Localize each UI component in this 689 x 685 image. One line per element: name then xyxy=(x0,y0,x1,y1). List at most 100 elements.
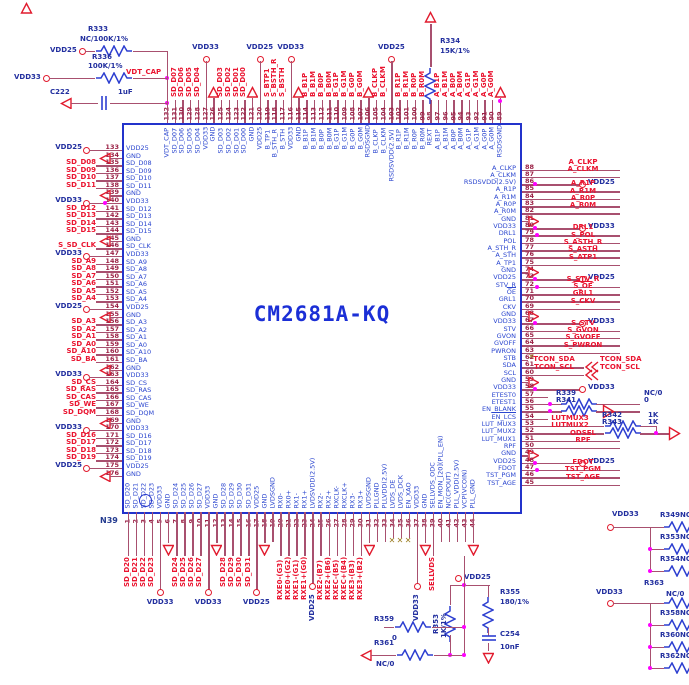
pin-144-name: SD_D15 xyxy=(126,227,152,236)
pin-83-name: A_R0P xyxy=(495,200,516,209)
wire xyxy=(613,603,650,605)
pin-25-lead xyxy=(320,512,322,556)
resistor-bank2-2-ref: R360NC xyxy=(660,631,689,639)
net-label-SD_D30: SD_D30 xyxy=(235,556,244,587)
pin-122-number: 122 xyxy=(239,106,248,120)
pin-161-lead xyxy=(96,361,122,364)
resistor-R359-ref: R359 xyxy=(374,615,395,623)
pin-81-lead xyxy=(522,220,528,223)
pin-156-name: SD_A3 xyxy=(126,318,147,327)
pin-116-lead xyxy=(290,100,293,123)
pin-35-lead xyxy=(400,512,403,538)
gnd-arrow-icon xyxy=(20,2,33,14)
pin-90-lead xyxy=(492,100,494,123)
pin-71-lead xyxy=(522,294,620,296)
pin-52-lead xyxy=(522,433,604,435)
net-label-S_POL: S_POL xyxy=(570,230,596,239)
net-label-SD_D08: SD_D08 xyxy=(66,158,96,167)
wire xyxy=(384,627,394,629)
pin-176-lead xyxy=(110,475,122,477)
pin-125-lead xyxy=(221,100,223,123)
pin-164-lead xyxy=(96,384,122,387)
pin-169-lead xyxy=(110,422,122,424)
pin-7-name: SD_D24 xyxy=(171,482,180,508)
pin-50-number: 50 xyxy=(525,441,535,450)
resistor-R355 xyxy=(482,597,494,633)
wire xyxy=(650,647,664,649)
junction-dot xyxy=(533,321,537,326)
wire xyxy=(450,585,452,605)
net-label-B_G0P: B_G0P xyxy=(347,72,356,97)
pin-105-name: B_CLKP xyxy=(371,129,380,154)
ic-refdes: N39 xyxy=(100,516,118,525)
pin-36-name: EN_XAO xyxy=(404,481,413,508)
pin-94-number: 94 xyxy=(456,110,465,120)
resistor-bank1-2-ref: R354NC xyxy=(660,555,689,563)
net-label-TST_PGM: TST_PGM xyxy=(565,465,601,474)
net-label-A_R0P: A_R0P xyxy=(570,194,596,203)
pin-11-lead xyxy=(208,512,210,590)
net-label-SD_A5: SD_A5 xyxy=(71,286,96,295)
vdd-terminal-icon xyxy=(413,583,421,590)
pin-84-number: 84 xyxy=(525,191,535,200)
pin-37-lead xyxy=(416,512,419,584)
pin-93-lead xyxy=(468,100,471,123)
pin-46-name: TST_PGM xyxy=(486,471,516,480)
pin-152-number: 152 xyxy=(105,286,119,295)
pin-79-name: DRL1 xyxy=(498,229,516,238)
wire xyxy=(596,404,640,406)
pin-57-name: ETEST0 xyxy=(491,390,516,399)
wire xyxy=(650,603,664,605)
pin-42-lead xyxy=(456,512,459,542)
pin-64-lead xyxy=(522,345,620,347)
pin-22-lead xyxy=(296,512,298,556)
pin-6-lead xyxy=(168,512,170,543)
pin-47-number: 47 xyxy=(525,463,535,472)
pin-26-name: RX2+ xyxy=(324,489,333,508)
pin-174-lead xyxy=(96,460,122,462)
gnd-arrow-icon xyxy=(162,544,175,556)
pin-155-number: 155 xyxy=(105,309,119,318)
pin-169-number: 169 xyxy=(105,415,119,424)
junction-dot xyxy=(548,409,552,414)
pin-36-lead xyxy=(408,512,411,538)
wire xyxy=(133,78,167,80)
net-label-SD_CS: SD_CS xyxy=(71,377,96,386)
no-connect-x-icon: ✕ xyxy=(528,352,535,362)
pin-11-name: VDD33 xyxy=(203,485,212,508)
resistor-bank2-3 xyxy=(664,662,689,674)
rail-label: VDD33 xyxy=(588,222,615,231)
pin-49-lead xyxy=(522,455,528,457)
resistor-R359-value: 0 xyxy=(392,634,397,642)
pin-70-name: GRL1 xyxy=(498,295,516,304)
pin-16-name: SD_D31 xyxy=(244,482,252,508)
wire xyxy=(613,527,650,529)
vdd-terminal-icon xyxy=(579,181,586,189)
pin-176-name: GND xyxy=(126,469,141,478)
rail-label: VDD33 xyxy=(55,195,82,204)
pin-157-number: 157 xyxy=(105,324,119,333)
pin-82-lead xyxy=(522,213,620,215)
pin-158-number: 158 xyxy=(105,332,119,341)
net-label-SD_A9: SD_A9 xyxy=(71,256,96,265)
pin-10-name: SD_D27 xyxy=(195,482,204,508)
resistor-R342-ref: R342 xyxy=(602,411,623,420)
pin-62-number: 62 xyxy=(525,353,535,362)
pin-153-name: SD_A4 xyxy=(126,295,147,304)
pin-89-lead xyxy=(499,98,502,123)
pin-2-name: SD_D21 xyxy=(131,482,140,508)
pin-110-name: B_G1P xyxy=(332,128,341,150)
wire xyxy=(650,668,664,670)
net-label-RXE2-(B7): RXE2-(B7) xyxy=(315,559,324,600)
rail-label: VDD33 xyxy=(411,593,420,621)
resistor-bank2-2 xyxy=(664,641,689,653)
pin-108-name: B_G0P xyxy=(348,128,357,150)
pin-43-name: VCP(VCOIN) xyxy=(460,469,469,508)
pin-86-lead xyxy=(522,184,580,186)
net-label-SD_D31: SD_D31 xyxy=(243,556,252,587)
pin-70-lead xyxy=(522,301,620,303)
pin-142-name: SD_D13 xyxy=(126,212,152,221)
pin-18-name: GND xyxy=(260,493,269,508)
rail-label: VDD33 xyxy=(612,510,639,518)
net-label-A_CLKP: A_CLKP xyxy=(568,157,598,166)
